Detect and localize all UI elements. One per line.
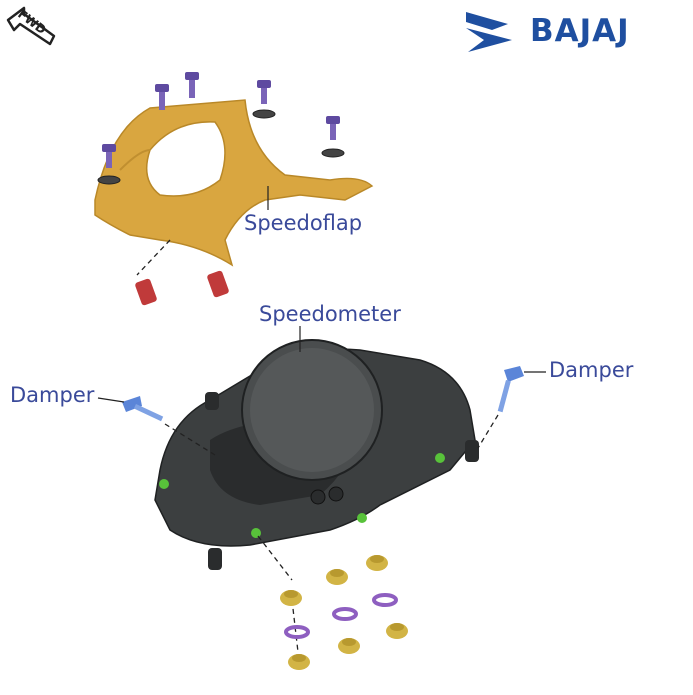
- screw-icon: [326, 116, 340, 140]
- speedoflap-part: [94, 99, 374, 267]
- bajaj-logo-icon: [466, 12, 512, 52]
- leader-line: [97, 397, 125, 403]
- leader-line: [164, 423, 216, 456]
- damper-left-label: Damper: [10, 383, 95, 407]
- brand-name: BAJAJ: [530, 13, 630, 49]
- washer-icon: [97, 175, 121, 185]
- forward-arrow-icon: [6, 6, 56, 46]
- green-grommet-icon: [435, 453, 445, 463]
- nut-icon: [338, 638, 360, 654]
- washer-icon: [252, 109, 276, 119]
- leader-line: [477, 414, 499, 449]
- screw-icon: [155, 84, 169, 110]
- speedometer-label: Speedometer: [259, 302, 401, 326]
- speedoflap-label: Speedoflap: [244, 211, 363, 235]
- leader-line: [136, 239, 171, 276]
- green-grommet-icon: [159, 479, 169, 489]
- screw-icon: [257, 80, 271, 104]
- washer-icon: [321, 148, 345, 158]
- nut-icon: [280, 590, 302, 606]
- nut-icon: [288, 654, 310, 670]
- nut-icon: [366, 555, 388, 571]
- washer-icon: [284, 625, 310, 639]
- screw-icon: [185, 72, 199, 98]
- damper-icon: [122, 396, 164, 422]
- green-grommet-icon: [357, 513, 367, 523]
- screw-icon: [102, 144, 116, 168]
- leader-line: [257, 535, 293, 581]
- washer-icon: [372, 593, 398, 607]
- speedometer-housing: [154, 339, 479, 570]
- damper-right-label: Damper: [549, 358, 634, 382]
- nut-icon: [386, 623, 408, 639]
- green-grommet-icon: [251, 528, 261, 538]
- red-spacer-icon: [207, 270, 229, 298]
- nut-icon: [326, 569, 348, 585]
- damper-icon: [497, 366, 524, 413]
- washer-icon: [332, 607, 358, 621]
- red-spacer-icon: [135, 278, 157, 306]
